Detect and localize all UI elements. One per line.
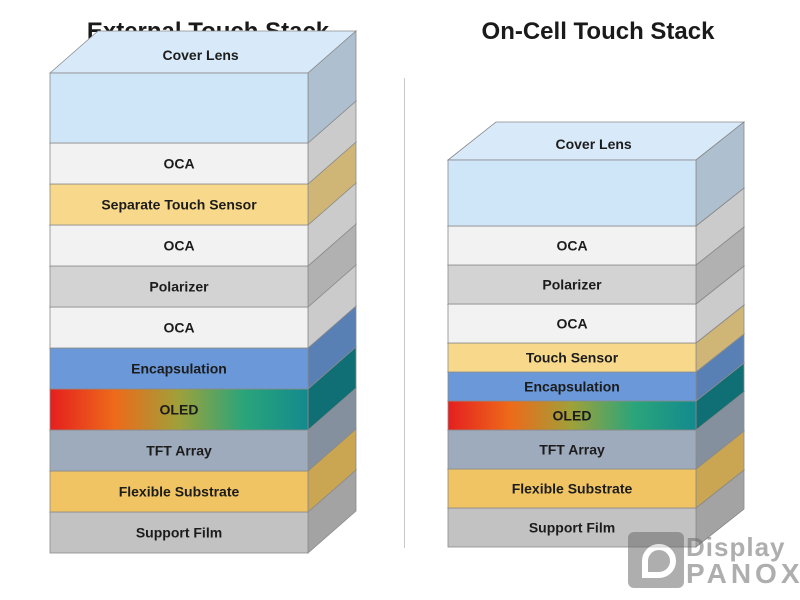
layer-front-face xyxy=(49,265,309,308)
layer-label: TFT Array xyxy=(146,443,212,459)
layer-front-face xyxy=(447,342,697,373)
layer-label: OLED xyxy=(553,408,592,424)
watermark-line2: PANOX xyxy=(686,558,800,589)
layer-label: Polarizer xyxy=(542,277,602,293)
layer-front-face xyxy=(447,264,697,305)
layer-front-face xyxy=(447,225,697,266)
layer-front-face xyxy=(447,400,697,431)
layer-front-face xyxy=(49,142,309,185)
layer-front-face xyxy=(49,511,309,554)
layer-label: OCA xyxy=(163,320,194,336)
layer-front-face xyxy=(447,303,697,344)
watermark-logo: Display PANOX xyxy=(628,528,800,592)
layer-label: Cover Lens xyxy=(555,136,631,152)
layer-label: Flexible Substrate xyxy=(119,484,240,500)
layer-label: OCA xyxy=(556,316,587,332)
layer-front-face xyxy=(49,347,309,390)
layer-label: Support Film xyxy=(136,525,222,541)
layer-label: Separate Touch Sensor xyxy=(101,197,257,213)
layer-right-1-cover-lens: Cover Lens xyxy=(446,121,746,227)
layer-label: OCA xyxy=(163,238,194,254)
layer-front-face xyxy=(447,371,697,402)
layer-front-face xyxy=(49,429,309,472)
layer-label: Encapsulation xyxy=(524,379,620,395)
layer-front-face xyxy=(447,429,697,470)
layer-label: Support Film xyxy=(529,520,615,536)
layer-front-face xyxy=(49,183,309,226)
layer-front-face xyxy=(49,470,309,513)
watermark-icon xyxy=(628,532,684,588)
layer-label: Touch Sensor xyxy=(526,350,619,366)
layer-front-face xyxy=(49,72,309,144)
layer-label: Cover Lens xyxy=(162,47,238,63)
watermark-line1: Display xyxy=(686,532,786,562)
layer-left-1-cover-lens: Cover Lens xyxy=(48,30,358,144)
layer-label: Flexible Substrate xyxy=(512,481,633,497)
layer-label: Polarizer xyxy=(149,279,209,295)
right-stack-title: On-Cell Touch Stack xyxy=(481,18,715,45)
layer-label: Encapsulation xyxy=(131,361,227,377)
layer-front-face xyxy=(447,159,697,227)
layer-front-face xyxy=(49,224,309,267)
layer-label: OLED xyxy=(160,402,199,418)
layer-label: OCA xyxy=(163,156,194,172)
right-stack-diagram: Support Film Flexible Substrate TFT Array O… xyxy=(446,121,746,548)
layer-label: TFT Array xyxy=(539,442,605,458)
column-divider xyxy=(404,78,405,548)
layer-label: OCA xyxy=(556,238,587,254)
layer-front-face xyxy=(447,468,697,509)
left-stack-diagram: Support Film Flexible Substrate TFT Array O… xyxy=(48,30,358,554)
